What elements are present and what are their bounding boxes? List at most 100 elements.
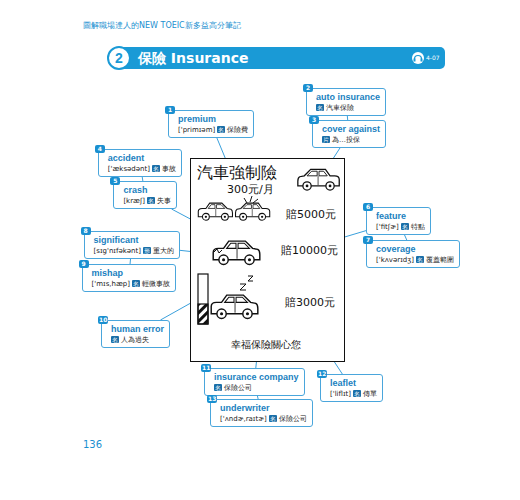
phonetic: ['liflɪt]: [330, 390, 351, 398]
car: [213, 241, 260, 264]
part-of-speech: 名: [401, 223, 409, 230]
leader-line: [334, 362, 342, 374]
track-number: 4-07: [426, 53, 440, 63]
meaning: 輕微事故: [142, 280, 170, 288]
meaning: 為…投保: [332, 136, 360, 144]
ad-text: 汽車強制險: [197, 164, 277, 182]
leader-line: [333, 148, 339, 158]
word-details: ['kʌvərɪdʒ]名覆蓋範圍: [376, 255, 454, 265]
pole: [198, 274, 208, 324]
word-details: ['mɪs,hæp]名輕微事故: [92, 279, 170, 289]
leader-line: [217, 138, 225, 158]
phonetic: ['æksədənt]: [108, 165, 150, 173]
vocabulary-callout: 11insurance company名保險公司: [204, 368, 305, 396]
title-banner: [118, 47, 445, 69]
word-details: ['ʌndɚ,raɪtɚ]名保險公司: [220, 414, 307, 424]
callout-number: 13: [207, 395, 217, 403]
vocabulary-callout: 7coverage['kʌvərɪdʒ]名覆蓋範圍: [366, 240, 460, 268]
word-details: 名汽車保險: [316, 103, 380, 113]
word-details: ['liflɪt]名傳單: [330, 389, 377, 399]
pole-stripes: [198, 304, 208, 324]
callout-number: 2: [303, 84, 313, 92]
advertisement-box: 汽車強制險300元/月賠5000元賠10000元賠3000元幸福保險關心您: [190, 158, 345, 362]
crash-mark: [244, 196, 258, 203]
vocabulary-callout: 5crash[kræʃ]名失事: [113, 181, 177, 209]
meaning: 汽車保險: [326, 104, 354, 112]
meaning: 事故: [162, 165, 176, 173]
phonetic: [sɪg'nɪfəkənt]: [94, 247, 141, 255]
section-title: 保險 Insurance: [138, 48, 248, 68]
callout-number: 4: [95, 145, 105, 153]
phonetic: ['primɪəm]: [178, 126, 215, 134]
word-details: 名人為過失: [111, 335, 164, 345]
vocabulary-word: coverage: [376, 244, 454, 255]
meaning: 人為過失: [121, 336, 149, 344]
meaning: 特點: [411, 223, 425, 231]
callout-number: 3: [309, 116, 319, 124]
word-details: ['fitʃɚ]名特點: [376, 222, 425, 232]
headphone-symbol: [421, 59, 423, 62]
section-number: 2: [108, 49, 130, 67]
vocabulary-word: accident: [108, 153, 176, 164]
meaning: 傳單: [363, 390, 377, 398]
ad-text: 幸福保險關心您: [231, 339, 301, 350]
part-of-speech: 名: [269, 415, 277, 422]
part-of-speech: 名: [416, 256, 424, 263]
ad-text: 賠10000元: [281, 245, 338, 257]
part-of-speech: 片: [322, 136, 330, 143]
part-of-speech: 名: [316, 104, 324, 111]
part-of-speech: 名: [132, 280, 140, 287]
callout-number: 6: [363, 203, 373, 211]
meaning: 失事: [157, 197, 171, 205]
callout-number: 11: [201, 364, 211, 372]
callout-number: 10: [98, 316, 108, 324]
vocabulary-word: crash: [123, 185, 171, 196]
vocabulary-callout: 1premium['primɪəm]名保險費: [168, 110, 254, 138]
callout-number: 1: [165, 106, 175, 114]
vocabulary-word: feature: [376, 211, 425, 222]
ad-text: 300元/月: [227, 184, 274, 196]
part-of-speech: 名: [353, 390, 361, 397]
meaning: 保險費: [227, 126, 248, 134]
word-details: [kræʃ]名失事: [123, 196, 171, 206]
running-header: 圖解職場達人的NEW TOEIC新多益高分筆記: [83, 20, 241, 31]
callout-number: 8: [81, 227, 91, 235]
vocabulary-callout: 9mishap['mɪs,hæp]名輕微事故: [82, 264, 176, 292]
part-of-speech: 名: [217, 126, 225, 133]
meaning: 重大的: [153, 247, 174, 255]
leader-line: [172, 209, 190, 219]
vocabulary-word: auto insurance: [316, 92, 380, 103]
part-of-speech: 形: [143, 247, 151, 254]
car: [236, 203, 270, 220]
audio-icon: [412, 52, 424, 64]
car: [298, 169, 339, 190]
part-of-speech: 名: [111, 336, 119, 343]
vocabulary-word: premium: [178, 114, 248, 125]
vocabulary-callout: 10human error名人為過失: [101, 320, 170, 348]
leader-line: [180, 250, 190, 251]
ad-illustration: [198, 169, 339, 324]
word-details: ['primɪəm]名保險費: [178, 125, 248, 135]
vocabulary-callout: 3cover against片為…投保: [312, 120, 386, 148]
vocabulary-callout: 2auto insurance名汽車保險: [306, 88, 386, 116]
vocabulary-callout: 4accident['æksədənt]名事故: [98, 149, 182, 177]
leader-line: [160, 303, 190, 320]
word-details: 名保險公司: [214, 383, 299, 393]
dent-mark: [214, 249, 222, 253]
phonetic: ['kʌvərɪdʒ]: [376, 256, 414, 264]
callout-number: 9: [79, 260, 89, 268]
section-circle: [108, 47, 130, 69]
phonetic: ['fitʃɚ]: [376, 223, 399, 231]
vocabulary-word: underwriter: [220, 403, 307, 414]
page-number: 136: [83, 439, 102, 450]
vocabulary-word: human error: [111, 324, 164, 335]
headphone-symbol: [415, 56, 422, 60]
vocabulary-callout: 13underwriter['ʌndɚ,raɪtɚ]名保險公司: [210, 399, 313, 427]
vocabulary-word: mishap: [92, 268, 170, 279]
vocabulary-word: significant: [94, 235, 174, 246]
ad-text: 賠3000元: [285, 297, 335, 309]
callout-number: 12: [317, 370, 327, 378]
dizzy-mark: [240, 276, 253, 290]
car: [211, 295, 258, 318]
part-of-speech: 名: [147, 197, 155, 204]
